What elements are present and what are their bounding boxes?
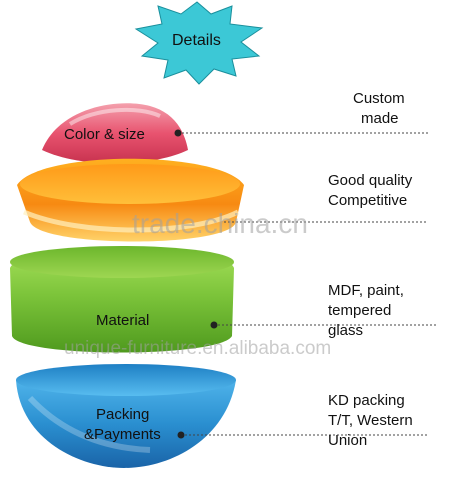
layer-2-desc-line-2: Competitive: [328, 192, 408, 209]
layer-4-desc-line-1: KD packing: [328, 392, 405, 409]
layer-1-desc-line-2: made: [361, 110, 399, 127]
layer-4-desc-line-3: Union: [328, 432, 368, 449]
watermark-trade-china: trade.china.cn: [132, 208, 308, 239]
layer-3-desc-line-3: glass: [328, 322, 364, 339]
layer-2-desc-line-1: Good quality: [328, 172, 413, 189]
layer-packing-shape: [16, 380, 236, 468]
layer-4-label-line-1: Packing: [96, 406, 150, 423]
layer-3-label: Material: [96, 312, 150, 329]
layer-color-size-shape: [42, 103, 188, 164]
layer-3-desc-line-2: tempered: [328, 302, 392, 319]
details-badge-label: Details: [172, 32, 221, 49]
layer-4-desc-line-2: T/T, Western: [328, 412, 413, 429]
layer-3-desc-line-1: MDF, paint,: [328, 282, 404, 299]
layer-1-label: Color & size: [64, 126, 145, 143]
watermark-alibaba: unique-furniture.en.alibaba.com: [64, 338, 332, 359]
leader-dot-3: [210, 321, 218, 329]
leader-lines: [174, 129, 436, 439]
leader-dot-1: [174, 129, 182, 137]
layer-1-desc-line-1: Custom: [353, 90, 405, 107]
layer-4-label-line-2: &Payments: [84, 426, 161, 443]
leader-dot-4: [177, 431, 185, 439]
details-starburst: [134, 1, 264, 85]
